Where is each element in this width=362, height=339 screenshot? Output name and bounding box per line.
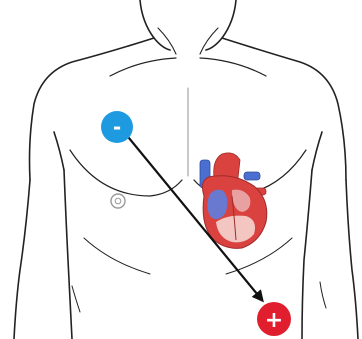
right-lower-arm-crease	[320, 282, 326, 308]
negative-electrode-label: -	[113, 115, 121, 139]
left-armpit	[54, 132, 64, 170]
right-armpit	[312, 132, 322, 170]
left-clavicle	[110, 58, 176, 76]
neck-right-line	[206, 0, 236, 50]
right-shoulder	[222, 38, 346, 180]
positive-electrode-label: +	[265, 308, 283, 333]
left-shoulder	[30, 38, 155, 180]
left-arm-inner	[64, 170, 72, 339]
right-arm-inner	[302, 170, 312, 339]
right-arm-outer	[346, 180, 358, 339]
pulmonary-artery	[244, 172, 260, 180]
left-pectoral	[70, 150, 182, 196]
left-nipple	[111, 194, 125, 208]
neck-tendon-right	[200, 28, 218, 54]
negative-electrode[interactable]: -	[101, 111, 133, 143]
torso-outline	[14, 0, 358, 339]
positive-electrode[interactable]: +	[257, 302, 291, 336]
neck-left-line	[140, 0, 170, 50]
left-lower-arm-crease	[72, 286, 80, 312]
heart-illustration	[200, 153, 267, 248]
right-clavicle	[200, 58, 266, 76]
left-rib-line	[84, 238, 150, 274]
neck-tendon-left	[158, 28, 176, 54]
left-arm-outer	[14, 180, 30, 339]
aorta-vessel	[214, 153, 240, 178]
